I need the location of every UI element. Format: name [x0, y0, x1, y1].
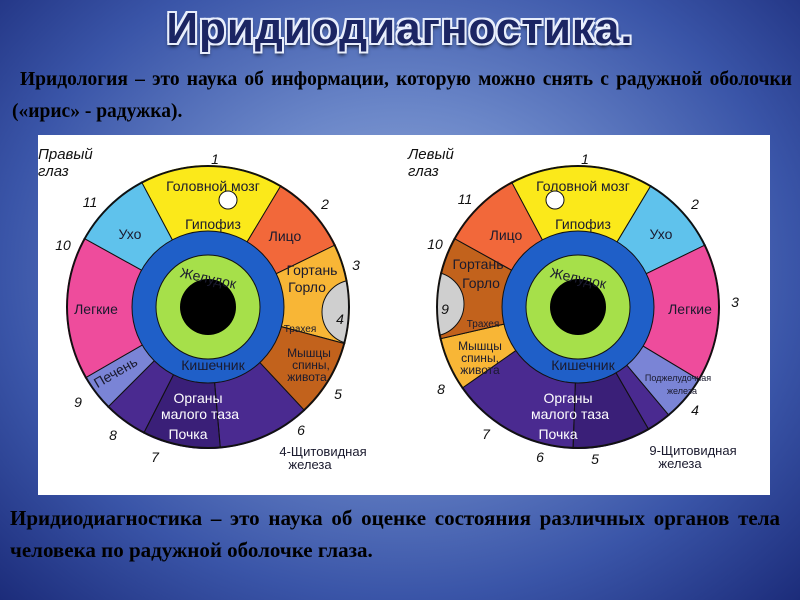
zone-number: 11 — [83, 194, 98, 210]
zone-number: 8 — [437, 381, 445, 397]
right-eye-diagram: Правый глаз Головной мозг Гипофиз Лицо Г… — [38, 146, 367, 472]
label-throat: Горло — [288, 279, 326, 295]
zone-number: 6 — [536, 449, 544, 465]
label-thyroid-2: железа — [288, 457, 332, 472]
label-pituitary: Гипофиз — [555, 216, 611, 232]
iris-diagrams: Правый глаз Головной мозг Гипофиз Лицо Г… — [38, 146, 739, 472]
label-face: Лицо — [269, 228, 302, 244]
zone-number: 1 — [211, 151, 219, 167]
label-intestine: Кишечник — [181, 357, 245, 373]
diagram-panel: Правый глаз Головной мозг Гипофиз Лицо Г… — [38, 135, 770, 495]
zone-number: 11 — [458, 191, 473, 207]
zone-number: 7 — [151, 449, 160, 465]
label-muscles-2: спины, — [461, 351, 499, 365]
slide-title: Иридиодиагностика. — [166, 4, 634, 53]
zone-number: 3 — [731, 294, 739, 310]
eye-title: Левый — [407, 146, 454, 163]
label-lungs: Легкие — [668, 301, 712, 317]
label-pelvic-2: малого таза — [531, 406, 609, 422]
zone-number: 5 — [334, 386, 342, 402]
eye-title: Правый — [38, 146, 93, 163]
label-larynx: Гортань — [453, 256, 504, 272]
left-eye-diagram: Левый глаз Головной мозг Гипофиз Ухо Лег… — [407, 146, 739, 471]
label-thyroid: 4-Щитовидная — [279, 444, 366, 459]
pupil — [180, 279, 236, 335]
thyroid-zone — [436, 271, 465, 337]
label-pituitary: Гипофиз — [185, 216, 241, 232]
label-pelvic: Органы — [543, 390, 592, 406]
zone-number: 4 — [691, 402, 699, 418]
label-kidney: Почка — [538, 426, 577, 442]
label-ear: Ухо — [650, 226, 673, 242]
label-brain: Головной мозг — [536, 178, 630, 194]
label-trachea: Трахея — [284, 324, 317, 335]
eye-title-2: глаз — [408, 163, 439, 180]
label-larynx: Гортань — [287, 262, 338, 278]
label-pelvic-2: малого таза — [161, 406, 239, 422]
zone-number: 9 — [74, 394, 82, 410]
label-muscles-2: спины, — [292, 358, 330, 372]
pineal-dot — [545, 190, 565, 210]
label-thyroid-2: железа — [658, 456, 702, 471]
label-face: Лицо — [490, 227, 523, 243]
label-trachea: Трахея — [467, 319, 500, 330]
zone-number: 1 — [581, 151, 589, 167]
label-pelvic: Органы — [173, 390, 222, 406]
label-muscles-3: живота — [287, 370, 327, 384]
zone-number: 4 — [336, 311, 344, 327]
zone-number: 7 — [482, 426, 491, 442]
zone-number: 8 — [109, 427, 117, 443]
zone-number: 5 — [591, 451, 599, 467]
zone-number: 2 — [690, 196, 699, 212]
iris-outline — [66, 165, 350, 449]
label-kidney: Почка — [168, 426, 207, 442]
label-muscles: Мышцы — [458, 339, 502, 353]
pineal-dot — [218, 190, 238, 210]
label-ear: Ухо — [119, 226, 142, 242]
pupil — [550, 279, 606, 335]
label-thyroid: 9-Щитовидная — [649, 443, 736, 458]
zone-number: 10 — [55, 237, 71, 253]
thyroid-zone — [321, 279, 350, 345]
label-lungs: Легкие — [74, 301, 118, 317]
label-pancreas-2: железа — [667, 386, 697, 396]
zone-number: 10 — [427, 236, 443, 252]
zone-number: 3 — [352, 257, 360, 273]
zone-number: 2 — [320, 196, 329, 212]
label-intestine: Кишечник — [551, 357, 615, 373]
label-muscles: Мышцы — [287, 346, 331, 360]
zone-number: 6 — [297, 422, 305, 438]
eye-title-2: глаз — [38, 163, 69, 180]
conclusion-text: Иридиодиагностика – это наука об оценке … — [10, 506, 780, 562]
intro-text: Иридология – это наука об информации, ко… — [12, 69, 792, 122]
label-muscles-3: живота — [460, 363, 500, 377]
iris-outline — [436, 165, 720, 449]
label-pancreas: Поджелудочная — [645, 373, 711, 383]
label-brain: Головной мозг — [166, 178, 260, 194]
zone-number: 9 — [441, 301, 449, 317]
label-throat: Горло — [462, 275, 500, 291]
